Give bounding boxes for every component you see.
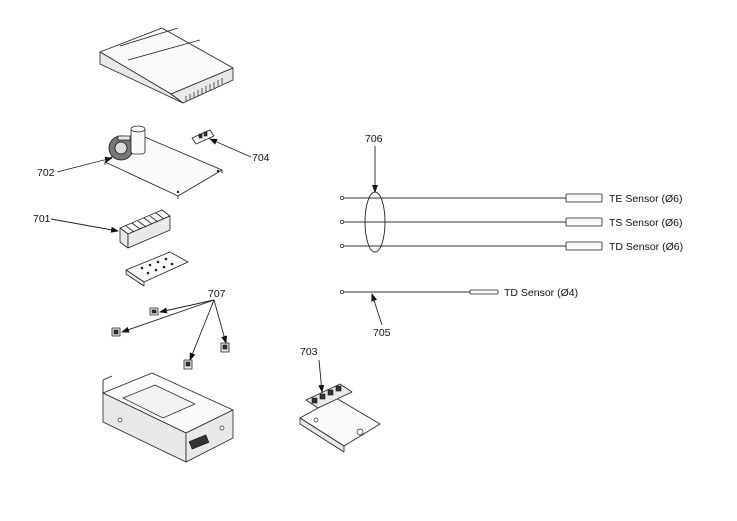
- connector-707-c: [183, 359, 193, 370]
- label-ts-sensor: TS Sensor (Ø6): [609, 217, 683, 229]
- label-707: 707: [208, 288, 226, 300]
- label-701: 701: [33, 213, 51, 225]
- leader-lines: [50, 138, 383, 393]
- connector-707-b: [111, 327, 121, 337]
- terminal-block: [299, 383, 381, 453]
- label-704: 704: [252, 152, 270, 164]
- heatsink-base: [125, 251, 189, 287]
- label-705: 705: [373, 327, 391, 339]
- connector-707-d: [220, 342, 230, 353]
- label-706: 706: [365, 133, 383, 145]
- connector-704: [191, 129, 215, 145]
- label-te-sensor: TE Sensor (Ø6): [609, 193, 683, 205]
- label-td4-sensor: TD Sensor (Ø4): [504, 287, 578, 299]
- sensor-ts: [340, 217, 603, 227]
- bottom-chassis: [102, 372, 234, 463]
- label-td6-sensor: TD Sensor (Ø6): [609, 241, 683, 253]
- connector-707-a: [149, 307, 159, 316]
- label-703: 703: [300, 346, 318, 358]
- inductor-capacitor: [108, 125, 146, 161]
- top-cover: [99, 27, 234, 104]
- sensor-td4: [340, 289, 499, 295]
- label-702: 702: [37, 167, 55, 179]
- heatsink: [119, 209, 171, 249]
